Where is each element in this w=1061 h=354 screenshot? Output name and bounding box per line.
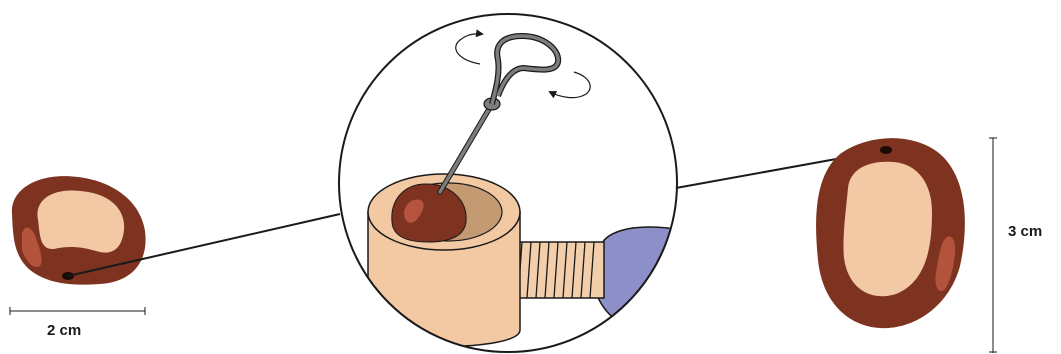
- small-conker-width-label: 2 cm: [47, 322, 81, 339]
- large-conker-height-label: 3 cm: [1008, 223, 1042, 240]
- large-conker-height-dimension: [989, 138, 997, 353]
- small-conker: [12, 176, 146, 285]
- small-conker-width-dimension: [10, 307, 145, 315]
- large-conker-drill-hole: [880, 146, 892, 154]
- large-conker: [816, 138, 965, 328]
- clamp-screw: [514, 242, 604, 298]
- magnified-view: [339, 14, 700, 352]
